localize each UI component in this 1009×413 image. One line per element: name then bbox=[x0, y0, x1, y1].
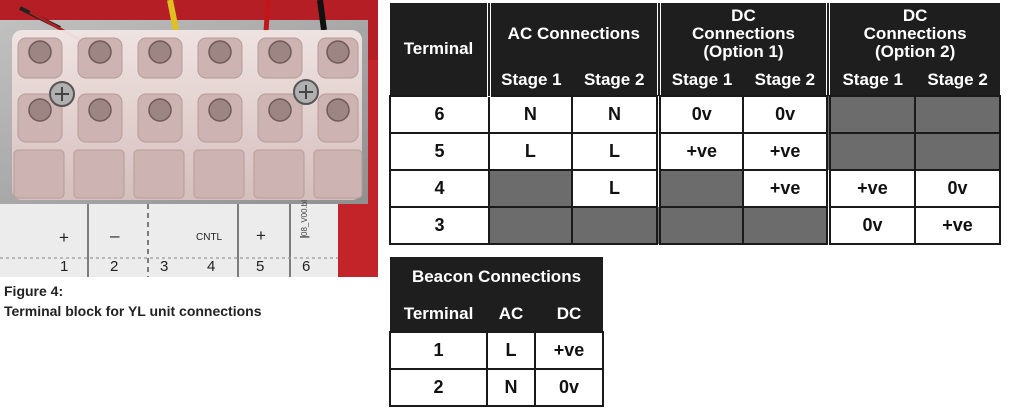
connection-cell: +ve bbox=[742, 132, 830, 171]
connection-cell: 0v bbox=[914, 169, 1001, 208]
polarity-mark: + bbox=[59, 228, 69, 247]
terminal-cell: 3 bbox=[389, 206, 490, 245]
empty-cell bbox=[487, 206, 573, 245]
beacon-ac-cell: L bbox=[486, 331, 536, 370]
connection-cell: +ve bbox=[825, 169, 917, 208]
stage-header: Stage 2 bbox=[915, 64, 1000, 96]
beacon-dc-cell: +ve bbox=[533, 331, 605, 370]
stage-header: Stage 2 bbox=[571, 64, 661, 96]
polarity-mark: CNTL bbox=[196, 232, 223, 243]
terminal-number: 3 bbox=[160, 258, 169, 275]
group-header-ac: AC Connections bbox=[488, 3, 661, 64]
terminal-number: 1 bbox=[60, 258, 69, 275]
polarity-mark: + bbox=[256, 226, 266, 245]
stage-header: Stage 1 bbox=[488, 64, 572, 96]
figure-number: Figure 4: bbox=[4, 283, 64, 299]
empty-cell bbox=[914, 132, 1001, 171]
connection-cell: 0v bbox=[742, 95, 830, 134]
connection-cell: 0v bbox=[825, 206, 917, 245]
beacon-dc-cell: 0v bbox=[533, 368, 605, 407]
connection-cell: L bbox=[570, 169, 660, 208]
empty-cell bbox=[570, 206, 660, 245]
connection-cell: L bbox=[570, 132, 660, 171]
beacon-ac-header: AC bbox=[487, 297, 535, 332]
group-header-dc-option-1: DC Connections (Option 1) bbox=[658, 3, 831, 64]
empty-cell bbox=[487, 169, 573, 208]
beacon-title: Beacon Connections bbox=[390, 257, 604, 297]
terminal-cell: 6 bbox=[389, 95, 490, 134]
terminal-number: 2 bbox=[110, 258, 119, 275]
connection-cell: +ve bbox=[656, 132, 745, 171]
empty-cell bbox=[914, 95, 1001, 134]
table-row: 3 0v+ve bbox=[389, 206, 1001, 245]
stage-header: Stage 1 bbox=[658, 64, 744, 96]
connection-cell: L bbox=[487, 132, 573, 171]
connection-cell: N bbox=[487, 95, 573, 134]
group-header-dc-option-2: DC Connections (Option 2) bbox=[828, 3, 1000, 64]
connection-cell: N bbox=[570, 95, 660, 134]
terminal-number: 4 bbox=[207, 258, 216, 275]
empty-cell bbox=[656, 169, 745, 208]
stage-header: Stage 1 bbox=[828, 64, 916, 96]
terminal-header: Terminal bbox=[390, 3, 491, 96]
connection-cell: 0v bbox=[656, 95, 745, 134]
stage-header: Stage 2 bbox=[743, 64, 831, 96]
polarity-mark: – bbox=[300, 226, 310, 245]
empty-cell bbox=[825, 95, 917, 134]
polarity-mark: – bbox=[110, 226, 120, 245]
empty-cell bbox=[742, 206, 830, 245]
connections-table: Terminal AC Connections DC Connections (… bbox=[389, 3, 1001, 245]
label-side-text: 08_V00.bl bbox=[300, 199, 309, 236]
terminal-block-photo: + – CNTL + – 1 2 3 4 5 6 08_V00.bl bbox=[0, 0, 378, 277]
terminal-block-illustration bbox=[0, 0, 378, 277]
terminal-cell: 5 bbox=[389, 132, 490, 171]
connection-cell: +ve bbox=[914, 206, 1001, 245]
beacon-dc-header: DC bbox=[535, 297, 604, 332]
figure-caption: Terminal block for YL unit connections bbox=[4, 303, 262, 319]
beacon-terminal-header: Terminal bbox=[390, 297, 487, 332]
terminal-number: 5 bbox=[256, 258, 265, 275]
empty-cell bbox=[825, 132, 917, 171]
beacon-terminal-cell: 2 bbox=[389, 368, 488, 407]
terminal-cell: 4 bbox=[389, 169, 490, 208]
beacon-ac-cell: N bbox=[486, 368, 536, 407]
terminal-number: 6 bbox=[302, 258, 311, 275]
beacon-terminal-cell: 1 bbox=[389, 331, 488, 370]
empty-cell bbox=[656, 206, 745, 245]
connection-cell: +ve bbox=[742, 169, 830, 208]
